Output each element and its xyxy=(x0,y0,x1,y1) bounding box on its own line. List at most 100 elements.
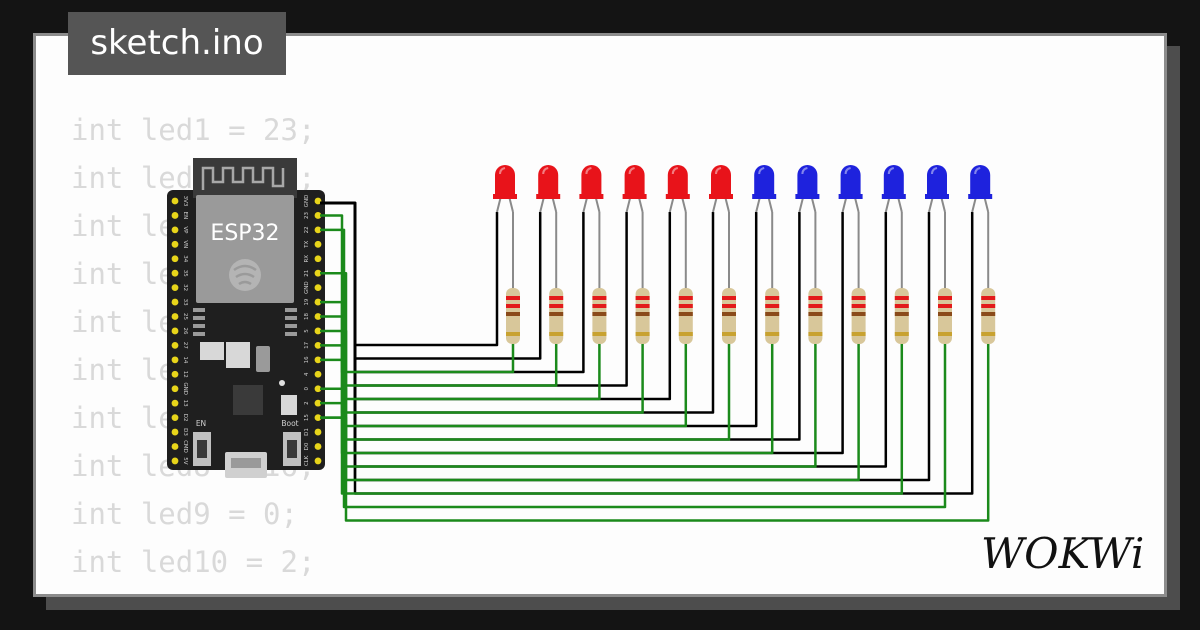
resistor[interactable] xyxy=(549,212,564,344)
pin-12[interactable] xyxy=(171,370,179,378)
led-blue[interactable] xyxy=(968,165,993,213)
pin-D1[interactable] xyxy=(314,428,322,436)
pin-RX[interactable] xyxy=(314,255,322,263)
resistor[interactable] xyxy=(722,212,736,344)
resistor[interactable] xyxy=(592,212,607,344)
pin-35[interactable] xyxy=(171,269,179,277)
pad xyxy=(193,308,205,312)
pin-label: 22 xyxy=(304,226,310,233)
led-red[interactable] xyxy=(709,165,733,213)
code-line: int led9 = 0; xyxy=(71,497,298,531)
wire xyxy=(320,344,817,468)
esp32-board[interactable]: ESP32 EN Boot 3V3ENVPVN34353233252627141… xyxy=(167,158,325,478)
pin-TX[interactable] xyxy=(314,240,322,248)
pin-18[interactable] xyxy=(314,313,322,320)
pin-33[interactable] xyxy=(171,298,179,306)
pin-15[interactable] xyxy=(314,414,322,421)
pin-label: VP xyxy=(182,226,188,234)
pin-CLK[interactable] xyxy=(314,457,322,465)
pin-21[interactable] xyxy=(314,269,322,277)
pin-5[interactable] xyxy=(314,327,322,335)
pin-VP[interactable] xyxy=(171,226,179,234)
led-blue[interactable] xyxy=(838,165,863,213)
led-blue[interactable] xyxy=(925,165,949,213)
pin-EN[interactable] xyxy=(171,212,179,219)
pad xyxy=(285,308,297,312)
pin-17[interactable] xyxy=(314,342,322,349)
pin-GND[interactable] xyxy=(314,197,322,205)
en-button[interactable] xyxy=(193,432,211,466)
pin-14[interactable] xyxy=(171,356,179,364)
file-title-tab[interactable]: sketch.ino xyxy=(68,12,286,75)
pin-label: 5V xyxy=(182,457,188,464)
led-blue[interactable] xyxy=(795,165,820,213)
pin-label: D0 xyxy=(304,442,310,450)
pin-label: 3V3 xyxy=(182,196,188,207)
resistor[interactable] xyxy=(851,212,866,344)
wire xyxy=(320,201,672,401)
pin-CMD[interactable] xyxy=(171,443,179,450)
led-blue[interactable] xyxy=(752,165,777,213)
code-line: int led10 = 2; xyxy=(71,545,316,579)
led-red[interactable] xyxy=(579,165,604,213)
pin-D3[interactable] xyxy=(171,428,179,436)
pin-label: 23 xyxy=(304,211,310,218)
wokwi-logo-text: WOKWi xyxy=(981,529,1144,578)
resistor[interactable] xyxy=(635,212,650,344)
pin-2[interactable] xyxy=(314,399,322,407)
usb-port-opening xyxy=(231,458,261,468)
resistor[interactable] xyxy=(981,212,996,344)
led-red[interactable] xyxy=(665,165,690,213)
led-blue[interactable] xyxy=(881,165,906,213)
en-button-label: EN xyxy=(196,419,206,428)
pin-GND[interactable] xyxy=(171,385,179,393)
pin-34[interactable] xyxy=(171,255,179,263)
pin-label: CLK xyxy=(304,455,310,466)
code-line: int led11 = 15; xyxy=(71,586,333,594)
led-red[interactable] xyxy=(536,165,561,213)
pin-label: 2 xyxy=(304,401,310,405)
pin-label: 5 xyxy=(304,329,310,333)
pin-D2[interactable] xyxy=(171,414,179,421)
pin-13[interactable] xyxy=(171,399,179,407)
boot-button[interactable] xyxy=(283,432,301,466)
led-red[interactable] xyxy=(493,165,517,213)
wire xyxy=(320,344,904,495)
pin-3V3[interactable] xyxy=(171,197,179,205)
leds xyxy=(493,165,993,213)
resistor[interactable] xyxy=(678,212,693,344)
left-pin-header: 3V3ENVPVN343532332526271412GND13D2D3CMD5… xyxy=(171,196,188,465)
pin-0[interactable] xyxy=(314,385,322,393)
pin-label: 17 xyxy=(304,341,310,348)
pin-D0[interactable] xyxy=(314,443,322,450)
pin-23[interactable] xyxy=(314,212,322,219)
pin-label: CMD xyxy=(182,440,188,453)
pin-4[interactable] xyxy=(314,370,322,378)
wokwi-logo: WOKWi xyxy=(981,529,1144,578)
capacitor xyxy=(256,346,270,372)
pin-VN[interactable] xyxy=(171,240,179,248)
pin-label: 34 xyxy=(182,255,188,262)
pin-27[interactable] xyxy=(171,342,179,349)
resistor[interactable] xyxy=(894,212,909,344)
resistor[interactable] xyxy=(765,212,780,344)
pin-25[interactable] xyxy=(171,313,179,320)
pin-19[interactable] xyxy=(314,298,322,306)
led-red[interactable] xyxy=(622,165,647,213)
resistor[interactable] xyxy=(808,212,823,344)
pin-label: GND xyxy=(182,382,188,395)
pin-26[interactable] xyxy=(171,327,179,335)
pin-22[interactable] xyxy=(314,226,322,234)
module-pads xyxy=(193,308,297,336)
pad xyxy=(285,324,297,328)
pin-32[interactable] xyxy=(171,284,179,292)
antenna-area xyxy=(193,158,297,198)
resistor[interactable] xyxy=(938,212,952,344)
regulator xyxy=(200,342,224,360)
esp32-label: ESP32 xyxy=(210,221,279,246)
wire xyxy=(320,201,585,374)
resistor[interactable] xyxy=(506,212,520,344)
pin-16[interactable] xyxy=(314,356,322,364)
pin-5V[interactable] xyxy=(171,457,179,465)
pin-GND[interactable] xyxy=(314,284,322,292)
